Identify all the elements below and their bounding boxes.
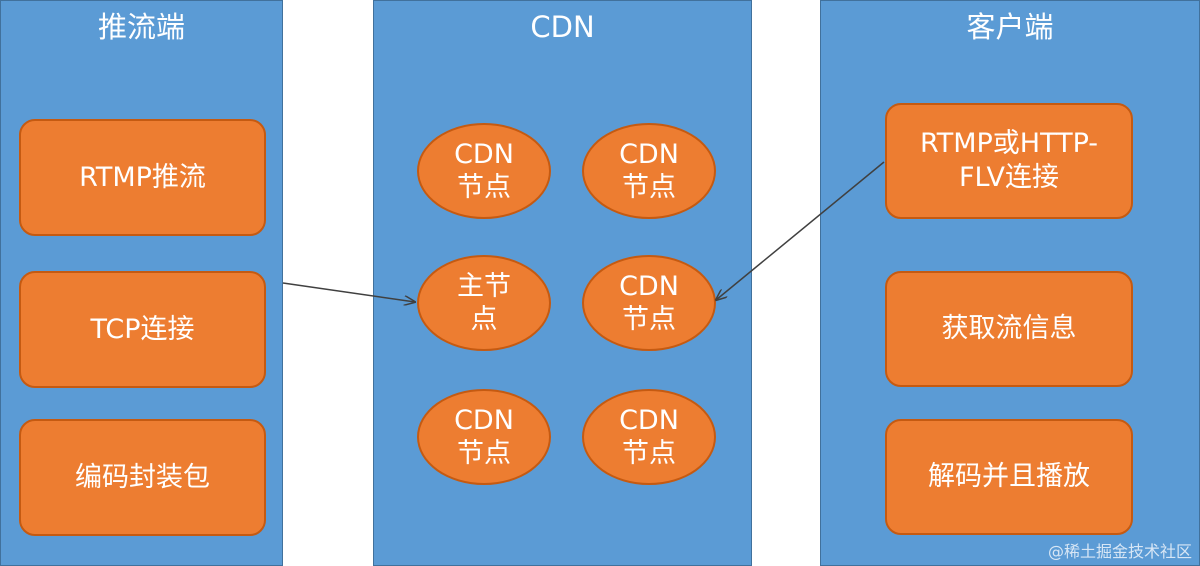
encode-package-box: 编码封装包 — [19, 419, 266, 536]
watermark: @稀土掘金技术社区 — [1047, 542, 1192, 561]
rtmp-flv-connect-box: RTMP或HTTP- FLV连接 — [885, 103, 1133, 219]
cdn-node: CDN 节点 — [582, 123, 716, 219]
get-stream-info-box: 获取流信息 — [885, 271, 1133, 387]
main-node: 主节 点 — [417, 255, 551, 351]
cdn-node: CDN 节点 — [417, 389, 551, 485]
client-title: 客户端 — [966, 10, 1054, 44]
cdn-node: CDN 节点 — [582, 255, 716, 351]
push-side-title: 推流端 — [97, 10, 185, 44]
push-side-panel: 推流端 RTMP推流 TCP连接 编码封装包 — [0, 0, 283, 566]
rtmp-push-box: RTMP推流 — [19, 119, 266, 236]
cdn-title: CDN — [530, 10, 595, 44]
cdn-node: CDN 节点 — [417, 123, 551, 219]
cdn-node: CDN 节点 — [582, 389, 716, 485]
cdn-panel: CDN CDN 节点 CDN 节点 主节 点 CDN 节点 CDN 节点 CDN… — [373, 0, 752, 566]
tcp-connect-box: TCP连接 — [19, 271, 266, 388]
decode-play-box: 解码并且播放 — [885, 419, 1133, 535]
client-panel: 客户端 RTMP或HTTP- FLV连接 获取流信息 解码并且播放 — [820, 0, 1200, 566]
